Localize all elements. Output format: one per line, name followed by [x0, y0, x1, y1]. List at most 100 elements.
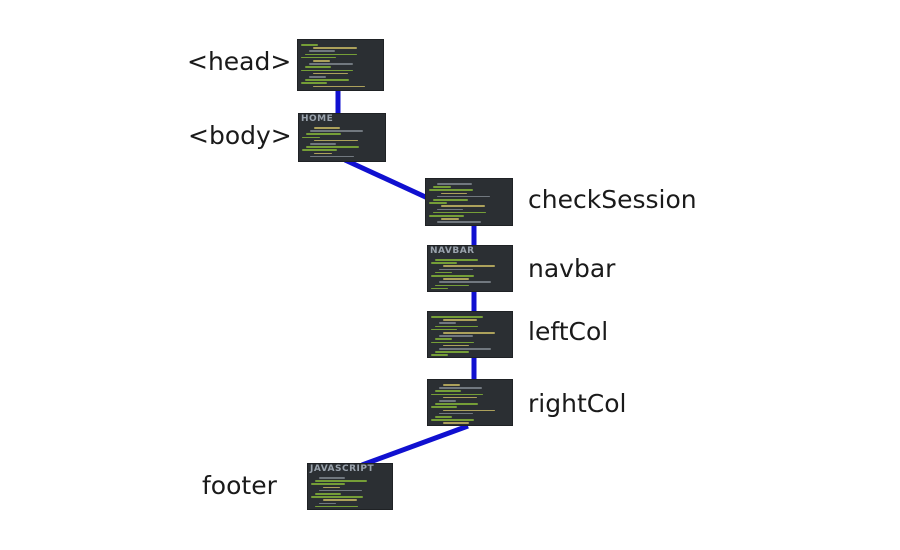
code-screenshot-icon: JAVASCRIPT	[307, 463, 393, 510]
code-line	[443, 278, 469, 280]
code-line	[439, 400, 457, 402]
code-line	[435, 271, 453, 274]
code-line	[431, 354, 449, 356]
code-line	[305, 79, 349, 81]
code-line	[435, 284, 470, 287]
code-line	[439, 387, 482, 389]
code-line	[439, 268, 474, 271]
node-label-head: <head>	[187, 47, 292, 76]
code-line	[431, 328, 457, 331]
code-line	[443, 332, 495, 334]
code-line	[309, 76, 327, 78]
node-label-leftcol: leftCol	[528, 317, 609, 346]
code-line	[431, 275, 474, 277]
code-line	[309, 63, 353, 65]
code-screenshot-icon	[297, 39, 384, 91]
code-line	[429, 202, 447, 204]
code-line	[323, 499, 358, 501]
code-line	[301, 69, 354, 72]
code-line	[319, 502, 337, 505]
code-screenshot-icon: HOME	[298, 113, 386, 162]
code-line	[435, 403, 478, 405]
code-line	[311, 483, 346, 485]
code-line	[310, 143, 337, 145]
node-label-body: <body>	[188, 121, 292, 150]
code-line	[437, 221, 481, 223]
code-line	[315, 493, 341, 495]
code-line	[435, 416, 453, 418]
code-line	[431, 406, 457, 408]
code-line	[439, 281, 491, 283]
thumb-tag: JAVASCRIPT	[310, 464, 375, 474]
code-line	[306, 133, 342, 135]
node-label-rightcol: rightCol	[528, 389, 627, 418]
code-line	[319, 489, 362, 492]
code-line	[315, 505, 358, 508]
code-screenshot-icon	[425, 178, 513, 226]
code-line	[443, 265, 495, 267]
code-screenshot-icon: NAVBAR	[427, 245, 513, 292]
code-line	[429, 215, 465, 217]
code-line	[441, 192, 468, 195]
code-line	[435, 325, 478, 328]
code-screenshot-icon	[427, 379, 513, 426]
code-line	[305, 53, 358, 56]
code-line	[437, 183, 473, 185]
code-line	[441, 218, 459, 220]
code-line	[431, 341, 474, 344]
code-line	[313, 60, 331, 62]
code-line	[443, 384, 461, 386]
thumb-tag: HOME	[301, 114, 334, 124]
code-line	[443, 344, 469, 347]
code-line	[435, 390, 461, 392]
code-line	[443, 396, 478, 399]
code-line	[313, 72, 348, 75]
code-line	[431, 262, 457, 264]
code-line	[433, 186, 451, 188]
code-line	[441, 205, 485, 207]
code-line	[314, 127, 341, 129]
node-label-navbar: navbar	[528, 254, 616, 283]
code-line	[302, 149, 338, 151]
node-label-checksession: checkSession	[528, 185, 697, 214]
code-line	[323, 486, 341, 489]
code-line	[439, 348, 491, 350]
code-line	[302, 136, 320, 139]
code-screenshot-icon	[427, 311, 513, 358]
code-line	[429, 189, 473, 191]
code-line	[435, 351, 470, 353]
edge-body-checksession	[343, 157, 434, 203]
code-line	[319, 477, 345, 479]
code-line	[310, 155, 354, 158]
code-line	[443, 422, 469, 424]
edge-rightcol-footer	[361, 423, 469, 468]
code-line	[301, 56, 336, 59]
code-line	[310, 130, 363, 132]
thumb-tag: NAVBAR	[430, 246, 475, 256]
node-label-footer: footer	[202, 471, 277, 500]
code-line	[306, 146, 359, 148]
code-line	[433, 211, 486, 214]
code-line	[301, 44, 319, 46]
code-line	[435, 259, 478, 261]
code-line	[443, 319, 478, 321]
code-line	[315, 480, 367, 482]
code-line	[314, 152, 332, 155]
code-line	[305, 66, 332, 68]
code-line	[439, 335, 474, 337]
code-line	[314, 139, 358, 142]
code-line	[311, 496, 363, 498]
code-line	[443, 409, 495, 412]
code-line	[309, 50, 336, 52]
code-line	[433, 199, 469, 201]
code-line	[435, 338, 453, 340]
code-line	[431, 287, 449, 290]
code-line	[313, 47, 357, 49]
code-line	[431, 419, 474, 421]
code-line	[437, 208, 464, 211]
code-line	[439, 322, 457, 324]
code-line	[439, 412, 474, 415]
code-line	[301, 82, 328, 84]
code-line	[313, 85, 366, 88]
